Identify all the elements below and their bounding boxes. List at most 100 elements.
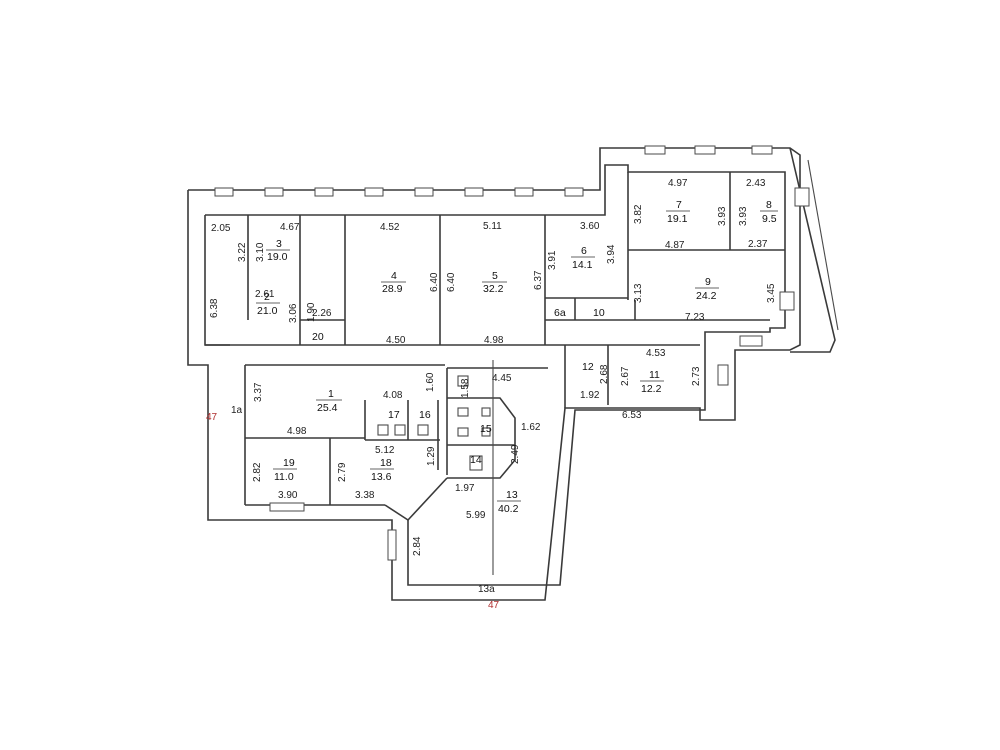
room-1: 1 25.4 [316, 388, 342, 414]
svg-text:2.73: 2.73 [691, 366, 702, 386]
red-markers: 47 47 [206, 412, 500, 611]
svg-text:3.22: 3.22 [237, 242, 248, 262]
svg-text:3.93: 3.93 [717, 206, 728, 226]
svg-text:2.43: 2.43 [746, 178, 766, 189]
svg-text:2: 2 [264, 291, 270, 303]
svg-text:3.60: 3.60 [580, 221, 600, 232]
marker-bottom: 47 [488, 600, 500, 611]
svg-text:5.12: 5.12 [375, 445, 395, 456]
svg-text:6.37: 6.37 [533, 270, 544, 290]
svg-text:7.23: 7.23 [685, 312, 705, 323]
svg-text:1.29: 1.29 [426, 446, 437, 466]
svg-text:7: 7 [676, 199, 682, 211]
svg-text:6.40: 6.40 [446, 272, 457, 292]
svg-text:11.0: 11.0 [274, 471, 294, 483]
svg-text:1.90: 1.90 [306, 302, 317, 322]
room-15-label: 15 [480, 423, 492, 435]
room-7: 7 19.1 [666, 199, 690, 225]
svg-text:19: 19 [283, 457, 295, 469]
room-17-label: 17 [388, 409, 400, 421]
svg-text:4.87: 4.87 [665, 240, 685, 251]
svg-text:3.90: 3.90 [278, 490, 298, 501]
sanitary-fixtures [377, 360, 494, 575]
svg-text:3.45: 3.45 [766, 283, 777, 303]
room-16-label: 16 [419, 409, 431, 421]
windows [214, 145, 810, 561]
svg-text:19.0: 19.0 [267, 251, 288, 263]
svg-text:4.08: 4.08 [383, 390, 403, 401]
svg-text:13.6: 13.6 [371, 471, 392, 483]
room-labels: 1 25.4 2 21.0 3 19.0 4 28.9 5 32.2 6 14.… [231, 199, 778, 595]
svg-text:5.11: 5.11 [483, 221, 502, 232]
svg-text:5: 5 [492, 270, 498, 282]
svg-text:4.50: 4.50 [386, 335, 406, 346]
svg-text:1.58: 1.58 [460, 378, 471, 398]
room-6: 6 14.1 [571, 245, 595, 271]
room-20-label: 20 [312, 331, 324, 343]
svg-text:2.26: 2.26 [312, 308, 332, 319]
room-1a-label: 1a [231, 405, 243, 416]
svg-text:4.97: 4.97 [668, 178, 688, 189]
dimensions-horizontal: 2.05 4.67 4.52 5.11 3.60 4.97 2.43 4.87 … [211, 178, 768, 521]
svg-text:4.53: 4.53 [646, 348, 666, 359]
room-6a-label: 6a [554, 307, 566, 319]
room-3: 3 19.0 [266, 238, 290, 263]
svg-text:21.0: 21.0 [257, 305, 278, 317]
svg-text:3: 3 [276, 238, 282, 250]
svg-text:3.94: 3.94 [606, 244, 617, 264]
svg-text:2.61: 2.61 [255, 289, 275, 300]
svg-text:2.49: 2.49 [510, 444, 521, 464]
svg-text:3.91: 3.91 [547, 250, 558, 270]
room-13: 13 40.2 [497, 489, 521, 515]
interior-walls [205, 172, 785, 521]
room-10-label: 10 [593, 307, 605, 319]
room-8: 8 9.5 [760, 199, 778, 225]
svg-text:32.2: 32.2 [483, 283, 504, 295]
room-18: 18 13.6 [370, 457, 394, 483]
svg-text:6.40: 6.40 [429, 272, 440, 292]
svg-text:6: 6 [581, 245, 587, 257]
svg-text:2.84: 2.84 [412, 536, 423, 556]
svg-text:2.82: 2.82 [252, 462, 263, 482]
svg-text:1.60: 1.60 [425, 372, 436, 392]
dimensions-vertical: 3.10 3.22 6.38 3.06 1.90 6.40 6.40 6.37 … [209, 204, 777, 556]
svg-text:4.98: 4.98 [484, 335, 504, 346]
room-2: 2 21.0 [256, 291, 280, 317]
svg-text:12.2: 12.2 [641, 383, 662, 395]
svg-text:24.2: 24.2 [696, 290, 717, 302]
svg-text:2.67: 2.67 [620, 366, 631, 386]
svg-text:2.68: 2.68 [599, 364, 610, 384]
svg-text:6.38: 6.38 [209, 298, 220, 318]
svg-text:3.13: 3.13 [633, 283, 644, 303]
svg-text:8: 8 [766, 199, 772, 211]
svg-text:9: 9 [705, 276, 711, 288]
svg-text:4.67: 4.67 [280, 222, 300, 233]
svg-text:3.38: 3.38 [355, 490, 375, 501]
svg-text:13: 13 [506, 489, 518, 501]
svg-text:1.92: 1.92 [580, 390, 600, 401]
svg-text:3.10: 3.10 [255, 242, 266, 262]
svg-text:14.1: 14.1 [572, 259, 593, 271]
svg-text:6.53: 6.53 [622, 410, 642, 421]
room-13a-label: 13a [478, 584, 495, 595]
room-12-label: 12 [582, 361, 594, 373]
room-4: 4 28.9 [381, 270, 406, 295]
svg-text:1.97: 1.97 [455, 483, 475, 494]
svg-text:1.62: 1.62 [521, 422, 541, 433]
svg-text:2.79: 2.79 [337, 462, 348, 482]
svg-text:3.82: 3.82 [633, 204, 644, 224]
svg-text:2.05: 2.05 [211, 223, 231, 234]
svg-text:18: 18 [380, 457, 392, 469]
svg-text:2.37: 2.37 [748, 239, 768, 250]
outer-walls [187, 147, 839, 601]
marker-left: 47 [206, 412, 218, 423]
room-19: 19 11.0 [273, 457, 297, 483]
room-5: 5 32.2 [482, 270, 507, 295]
svg-text:11: 11 [649, 369, 660, 381]
svg-text:3.37: 3.37 [253, 382, 264, 402]
svg-text:4.98: 4.98 [287, 426, 307, 437]
svg-text:3.06: 3.06 [288, 303, 299, 323]
room-11: 11 12.2 [640, 369, 664, 395]
svg-text:28.9: 28.9 [382, 283, 403, 295]
